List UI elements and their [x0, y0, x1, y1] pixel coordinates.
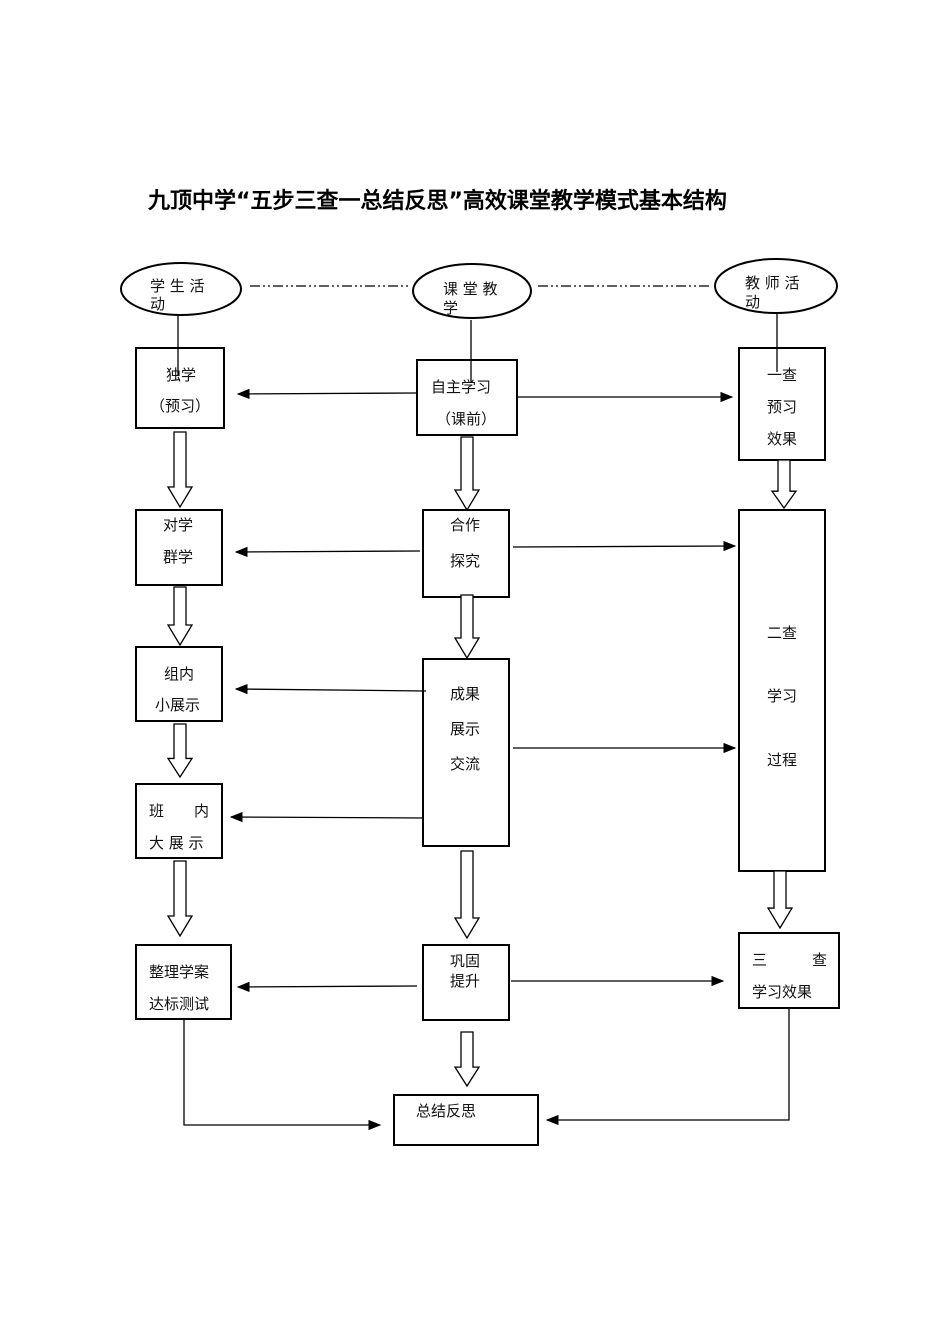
header-text: 动	[150, 295, 165, 313]
step-text: 三 查	[752, 951, 827, 969]
step-text: 预习	[767, 398, 797, 416]
block-down-arrow	[770, 459, 798, 510]
block-down-arrow	[166, 586, 194, 647]
step-independent-study: 独学 （预习）	[135, 347, 225, 429]
step-text: 二查	[767, 624, 797, 642]
step-text: 学习	[767, 687, 797, 705]
block-down-arrow	[453, 1031, 481, 1088]
step-text: 合作	[450, 516, 480, 534]
step-text: 交流	[450, 755, 480, 773]
step-text: 小展示	[155, 696, 200, 714]
step-text: 过程	[767, 751, 797, 769]
step-text: 达标测试	[149, 995, 209, 1013]
step-text: （课前）	[436, 410, 496, 428]
step-text: 一查	[767, 366, 797, 384]
step-group-presentation: 组内 小展示	[135, 646, 223, 722]
check-two-process: 二查 学习 过程	[738, 509, 826, 872]
step-text: 群学	[163, 548, 193, 566]
header-classroom-teaching: 课 堂 教 学	[412, 263, 532, 319]
step-text: （预习）	[150, 397, 210, 415]
step-self-study: 自主学习 （课前）	[416, 359, 518, 436]
step-text: 提升	[450, 972, 480, 990]
step-cooperative-inquiry: 合作 探究	[422, 509, 510, 598]
step-text: 展示	[450, 720, 480, 738]
header-text: 学 生 活	[150, 277, 205, 295]
block-down-arrow	[766, 870, 794, 930]
step-text: 自主学习	[431, 378, 491, 396]
header-student-activity: 学 生 活 动	[120, 262, 242, 316]
step-summary-reflection: 总结反思	[393, 1094, 539, 1146]
header-teacher-activity: 教 师 活 动	[714, 258, 838, 314]
check-three-results: 三 查 学习效果	[738, 932, 840, 1009]
step-review-test: 整理学案 达标测试	[135, 944, 232, 1020]
diagram-title: 九顶中学“五步三查一总结反思”高效课堂教学模式基本结构	[147, 188, 727, 214]
step-text: 总结反思	[416, 1102, 476, 1120]
block-arrows	[166, 431, 798, 1088]
step-text: 整理学案	[149, 963, 209, 981]
block-down-arrow	[453, 850, 481, 940]
step-text: 巩固	[450, 952, 480, 970]
step-results-exchange: 成果 展示 交流	[422, 658, 510, 847]
step-text: 学习效果	[752, 983, 812, 1001]
step-text: 组内	[164, 665, 194, 683]
step-text: 独学	[166, 366, 196, 384]
step-text: 成果	[450, 685, 480, 703]
step-text: 大 展 示	[149, 834, 204, 852]
block-down-arrow	[166, 860, 194, 938]
step-text: 对学	[163, 516, 193, 534]
step-pair-group-study: 对学 群学	[135, 509, 223, 586]
step-text: 探究	[450, 552, 480, 570]
step-class-presentation: 班 内 大 展 示	[135, 783, 223, 859]
block-down-arrow	[166, 723, 194, 779]
step-text: 班 内	[149, 802, 209, 820]
block-down-arrow	[166, 431, 194, 509]
header-text: 教 师 活	[745, 274, 800, 292]
header-text: 动	[745, 293, 760, 311]
header-text: 学	[443, 299, 458, 317]
step-text: 效果	[767, 430, 797, 448]
block-down-arrow	[453, 594, 481, 660]
check-one-preview: 一查 预习 效果	[738, 347, 826, 461]
flow-arrows	[183, 388, 790, 1131]
block-down-arrow	[453, 436, 481, 512]
header-text: 课 堂 教	[443, 280, 498, 298]
step-consolidate: 巩固 提升	[422, 944, 510, 1021]
